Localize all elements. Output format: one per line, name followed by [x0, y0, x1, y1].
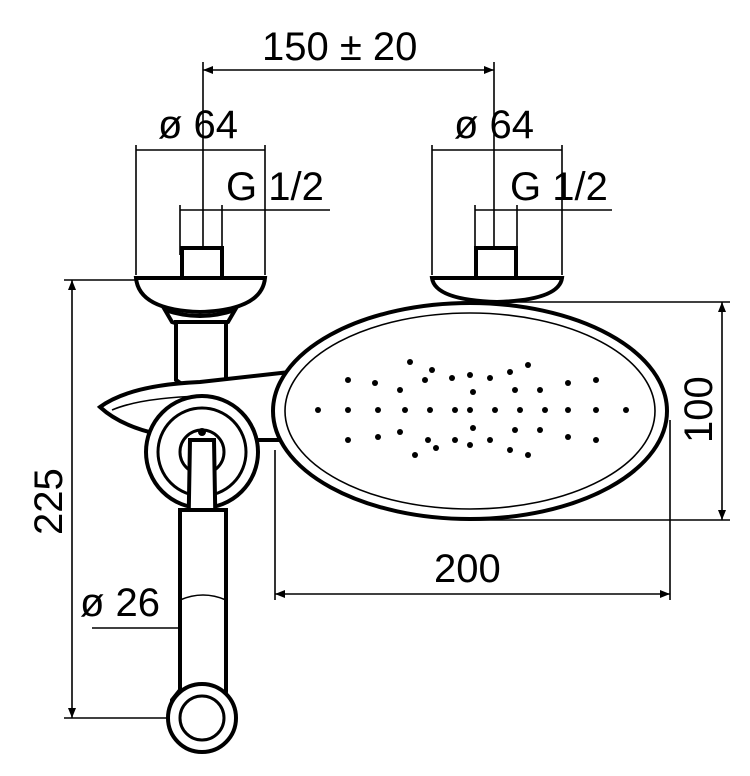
dim-diameter-right-label: ø 64: [454, 103, 534, 147]
shower-head: [271, 301, 669, 521]
nozzle-dots: [315, 359, 629, 458]
dim-shower-height-label: 100: [677, 376, 721, 443]
dim-spacing-label: 150 ± 20: [262, 25, 417, 69]
left-connector: [133, 246, 268, 391]
dim-thread-left-label: G 1/2: [226, 165, 324, 209]
dim-shower-width-label: 200: [434, 547, 501, 591]
dim-diameter-left-label: ø 64: [158, 103, 238, 147]
dim-height-total-label: 225: [27, 468, 71, 535]
right-connector: [429, 246, 565, 305]
dim-spout-diameter-label: ø 26: [80, 581, 160, 625]
spout: [166, 508, 238, 754]
dim-thread-right-label: G 1/2: [510, 165, 608, 209]
